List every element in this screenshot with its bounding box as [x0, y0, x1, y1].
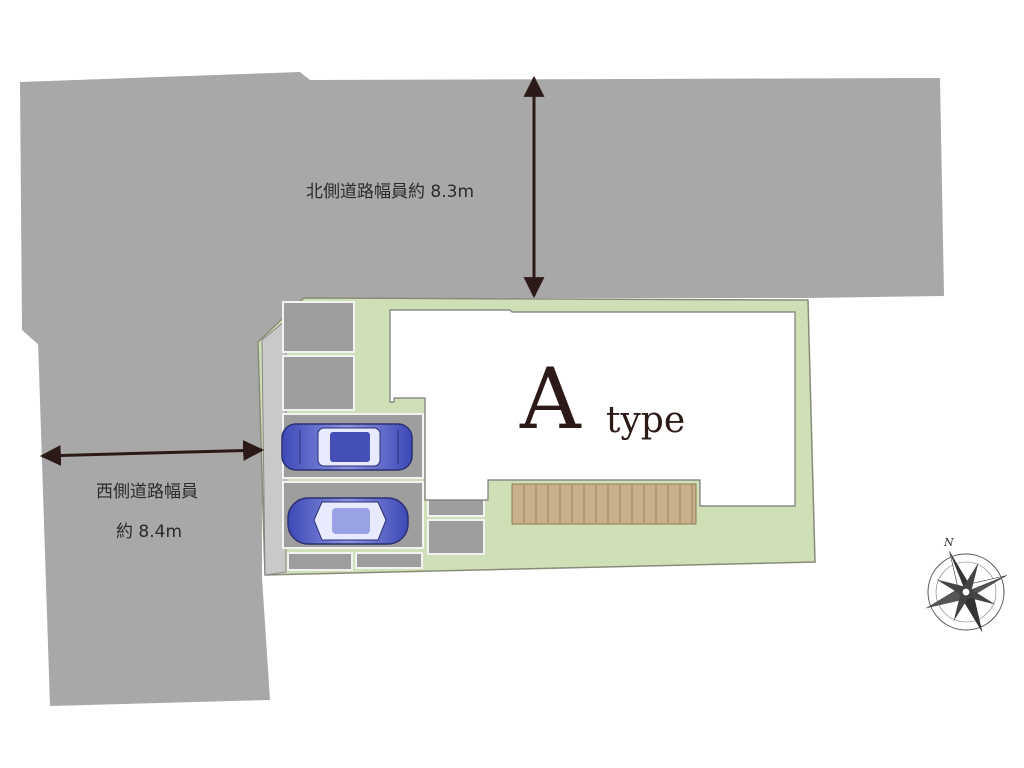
- west-road-label-line1: 西側道路幅員: [96, 482, 198, 502]
- compass-rose-icon: N: [925, 536, 1007, 633]
- wood-deck: [511, 483, 697, 525]
- lot-west-strip: [261, 318, 287, 576]
- north-road: [20, 72, 944, 346]
- west-road: [38, 340, 270, 706]
- building-footprint: [389, 309, 796, 507]
- north-road-label-bg: [302, 176, 522, 204]
- north-road-label: 北側道路幅員約 8.3m: [306, 182, 474, 202]
- house-type-letter: A: [519, 350, 582, 448]
- compass-north-letter: N: [943, 536, 954, 549]
- house-type-word: type: [606, 400, 685, 441]
- car-top: [281, 423, 413, 471]
- west-road-width-arrow: [39, 440, 265, 466]
- west-road-label-line2: 約 8.4m: [116, 522, 182, 542]
- car-bottom: [287, 497, 409, 545]
